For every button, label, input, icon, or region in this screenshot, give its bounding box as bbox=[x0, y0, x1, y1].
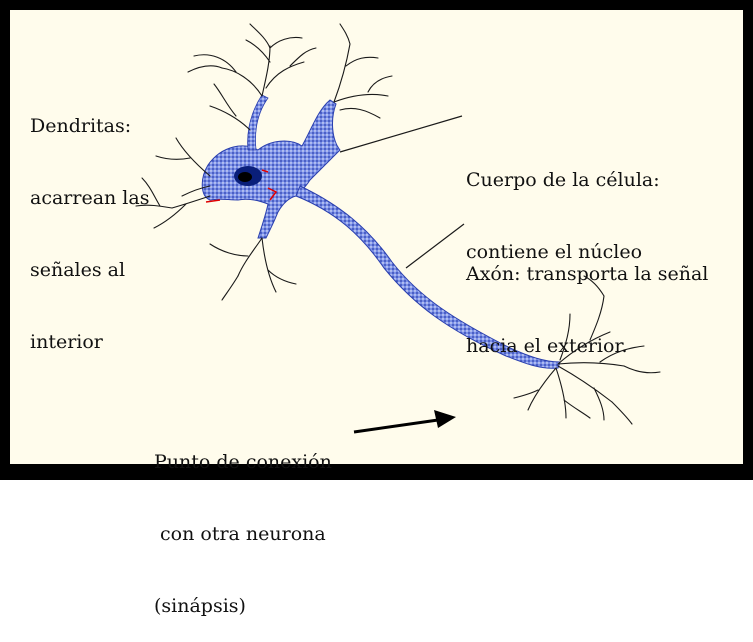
dendrite-trunk bbox=[248, 95, 268, 150]
axon-leader bbox=[406, 224, 464, 268]
synapse-label: Punto de conexión con otra neurona (siná… bbox=[154, 402, 332, 642]
dendrites-label: Dendritas: acarrean las señales al inter… bbox=[30, 66, 149, 378]
cell-body bbox=[202, 100, 340, 238]
cell-body-leader bbox=[340, 116, 462, 152]
axon-label: Axón: transporta la señal hacia el exter… bbox=[466, 214, 708, 382]
leader-lines bbox=[340, 116, 464, 268]
nucleolus bbox=[238, 172, 252, 182]
synapse-arrow bbox=[354, 410, 456, 432]
